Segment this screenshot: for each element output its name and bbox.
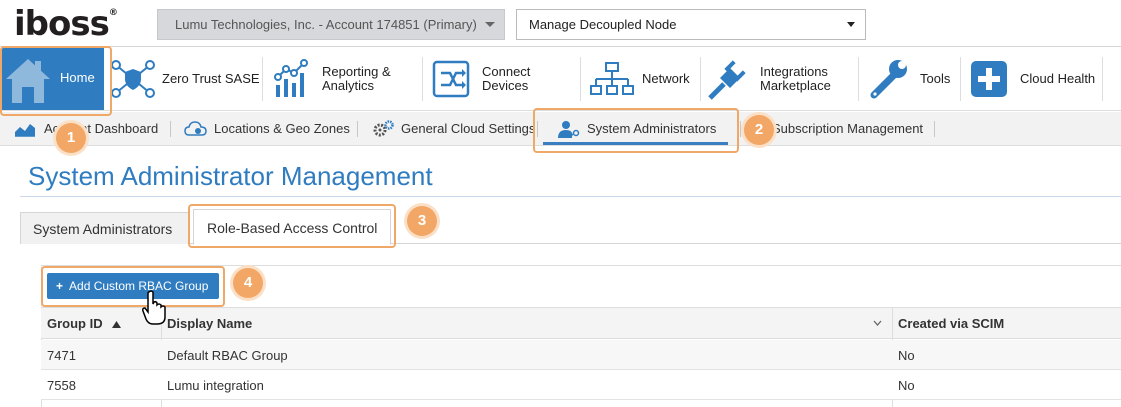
cell-created-via-scim: No <box>898 378 915 393</box>
page-title: System Administrator Management <box>28 161 433 191</box>
tab-role-based-access-control[interactable]: Role-Based Access Control <box>193 209 391 245</box>
node-select-value: Manage Decoupled Node <box>529 17 677 32</box>
nav-zero-trust[interactable]: Zero Trust SASE <box>110 47 260 110</box>
nav-network-label: Network <box>642 70 690 86</box>
gears-icon <box>373 119 394 136</box>
subnav-locations[interactable]: Locations & Geo Zones <box>184 112 350 145</box>
area-chart-icon <box>15 123 35 137</box>
cloud-pin-icon <box>184 120 207 136</box>
cell-display-name: Default RBAC Group <box>167 348 288 363</box>
callout-badge-3: 3 <box>407 206 437 236</box>
top-bar: iboss® Lumu Technologies, Inc. - Account… <box>0 0 1121 47</box>
cell-group-id: 7558 <box>47 378 76 393</box>
nav-zero-trust-label: Zero Trust SASE <box>162 70 260 86</box>
account-select-value: Lumu Technologies, Inc. - Account 174851… <box>175 17 477 32</box>
nav-reporting[interactable]: Reporting &Analytics <box>272 47 422 110</box>
wrench-icon <box>870 59 907 98</box>
iboss-logo: iboss® <box>14 4 118 44</box>
active-tab-indicator <box>543 142 728 145</box>
subnav-general-settings[interactable]: General Cloud Settings <box>372 112 535 145</box>
hand-pointer-icon <box>142 290 166 325</box>
highlight-add-button <box>41 266 225 307</box>
sub-nav: Account Dashboard Locations & Geo Zones … <box>0 112 1121 146</box>
table-row[interactable]: 7471 Default RBAC Group No <box>41 340 1121 370</box>
bar-chart-icon <box>274 58 308 97</box>
tab-rbac-label: Role-Based Access Control <box>207 220 378 236</box>
cell-created-via-scim: No <box>898 348 915 363</box>
chevron-down-icon <box>847 22 855 27</box>
subnav-general-settings-label: General Cloud Settings <box>401 121 536 136</box>
nav-cloud-health-label: Cloud Health <box>1020 70 1096 86</box>
account-select[interactable]: Lumu Technologies, Inc. - Account 174851… <box>157 9 505 40</box>
column-header-display-name[interactable]: Display Name <box>167 316 253 331</box>
column-header-group-id[interactable]: Group ID <box>47 316 122 331</box>
nav-reporting-label: Reporting &Analytics <box>322 63 391 93</box>
callout-badge-4: 4 <box>233 268 263 298</box>
callout-badge-2: 2 <box>744 115 774 145</box>
subnav-system-administrators[interactable]: System Administrators <box>557 112 716 145</box>
main-nav: Home Zero Trust SASE Reportin <box>0 47 1121 111</box>
tabs-baseline <box>20 243 1121 244</box>
nav-tools[interactable]: Tools <box>866 47 958 110</box>
table-row[interactable]: 7558 Lumu integration No <box>41 370 1121 400</box>
highlight-home <box>0 46 112 116</box>
subnav-account-dashboard[interactable]: Account Dashboard <box>14 112 158 145</box>
subnav-locations-label: Locations & Geo Zones <box>214 121 350 136</box>
callout-badge-1: 1 <box>56 123 86 153</box>
node-select[interactable]: Manage Decoupled Node <box>516 9 866 40</box>
subnav-subscription-label: Subscription Management <box>772 121 924 136</box>
plug-icon <box>708 59 746 100</box>
nav-home-label: Home <box>60 70 95 85</box>
tab-system-administrators[interactable]: System Administrators <box>20 212 190 244</box>
subnav-system-administrators-label: System Administrators <box>587 121 717 136</box>
nav-home[interactable]: Home <box>2 47 104 110</box>
add-custom-rbac-group-button[interactable]: + Add Custom RBAC Group <box>47 273 219 299</box>
cell-display-name: Lumu integration <box>167 378 264 393</box>
add-button-label: Add Custom RBAC Group <box>69 279 209 293</box>
nav-network[interactable]: Network <box>590 47 700 110</box>
chevron-down-icon[interactable] <box>873 320 882 326</box>
house-icon <box>6 59 50 103</box>
subnav-subscription[interactable]: Subscription Management <box>772 112 923 145</box>
network-tree-icon <box>590 61 634 95</box>
nav-cloud-health[interactable]: Cloud Health <box>970 47 1100 110</box>
title-divider <box>20 196 1121 197</box>
nav-tools-label: Tools <box>920 70 951 86</box>
highlight-rbac-tab <box>188 204 396 248</box>
plus-icon <box>971 60 1007 97</box>
cell-group-id: 7471 <box>47 348 76 363</box>
shield-network-icon <box>111 59 155 98</box>
plus-icon: + <box>56 279 64 293</box>
highlight-system-administrators <box>533 108 739 153</box>
chevron-down-icon <box>485 22 495 27</box>
sort-ascending-icon <box>112 321 122 328</box>
table-header: Group ID Display Name Created via SCIM <box>41 307 1121 339</box>
tab-system-administrators-label: System Administrators <box>33 221 173 237</box>
connect-devices-icon <box>432 60 470 97</box>
admin-key-icon <box>558 120 580 138</box>
column-header-created-via-scim[interactable]: Created via SCIM <box>898 316 1005 331</box>
